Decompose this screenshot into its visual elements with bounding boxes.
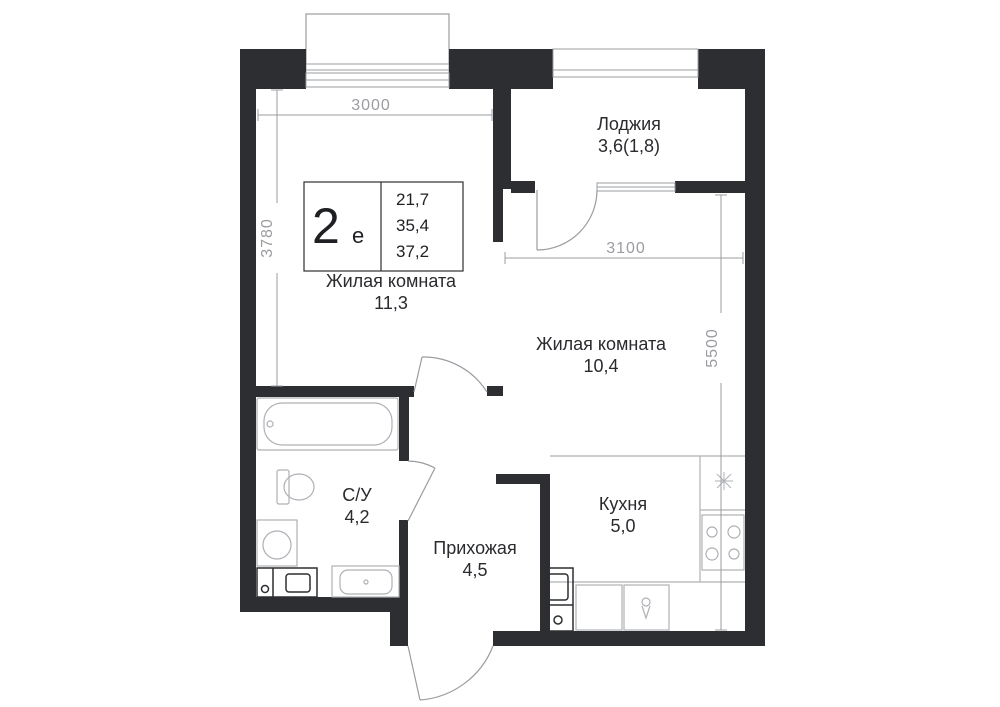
room-living-1: Жилая комната 11,3 <box>326 271 457 313</box>
vent-icon <box>715 472 733 490</box>
room-area: 4,2 <box>344 507 369 527</box>
room-kitchen: Кухня 5,0 <box>599 494 647 536</box>
room-loggia: Лоджия 3,6(1,8) <box>597 114 661 156</box>
room-area: 10,4 <box>583 356 618 376</box>
dim-room2-width: 3100 <box>606 240 646 257</box>
dim-room1-width: 3000 <box>351 97 391 114</box>
bathtub-icon <box>256 397 399 451</box>
room-name: Лоджия <box>597 114 661 134</box>
room-name: Жилая комната <box>536 334 667 354</box>
room-name: Жилая комната <box>326 271 457 291</box>
badge-living-area: 21,7 <box>396 190 429 209</box>
kitchen-counter <box>550 455 745 583</box>
room-area: 3,6(1,8) <box>598 136 660 156</box>
doors <box>407 189 598 701</box>
room-name: С/У <box>342 485 372 505</box>
room-area: 11,3 <box>374 293 408 313</box>
room-hallway: Прихожая 4,5 <box>433 538 516 580</box>
washing-machine-icon <box>256 519 298 567</box>
stove-icon <box>701 514 745 571</box>
room-living-2: Жилая комната 10,4 <box>536 334 667 376</box>
toilet-icon <box>276 469 315 505</box>
dimension-labels: 3000 3780 3100 5500 <box>259 94 723 383</box>
room-area: 4,5 <box>462 560 487 580</box>
room-name: Прихожая <box>433 538 516 558</box>
bathroom-sink-icon <box>331 565 400 598</box>
badge-total-area: 35,4 <box>396 216 429 235</box>
dim-room2-depth: 5500 <box>704 328 721 368</box>
kitchen-riser-icon <box>542 567 574 632</box>
dim-room1-depth: 3780 <box>259 218 276 258</box>
room-area: 5,0 <box>610 516 635 536</box>
apartment-badge: 2 е 21,7 35,4 37,2 <box>303 181 464 272</box>
room-name: Кухня <box>599 494 647 514</box>
room-bathroom: С/У 4,2 <box>342 485 372 527</box>
badge-room-count: 2 <box>312 198 340 254</box>
bathroom-riser-icon <box>256 567 318 598</box>
walls <box>240 49 765 646</box>
badge-total-with-loggia: 37,2 <box>396 242 429 261</box>
badge-suffix: е <box>352 223 364 248</box>
windows <box>305 48 699 192</box>
upper-balcony <box>305 13 450 77</box>
kitchen-sink-icon <box>575 584 670 631</box>
